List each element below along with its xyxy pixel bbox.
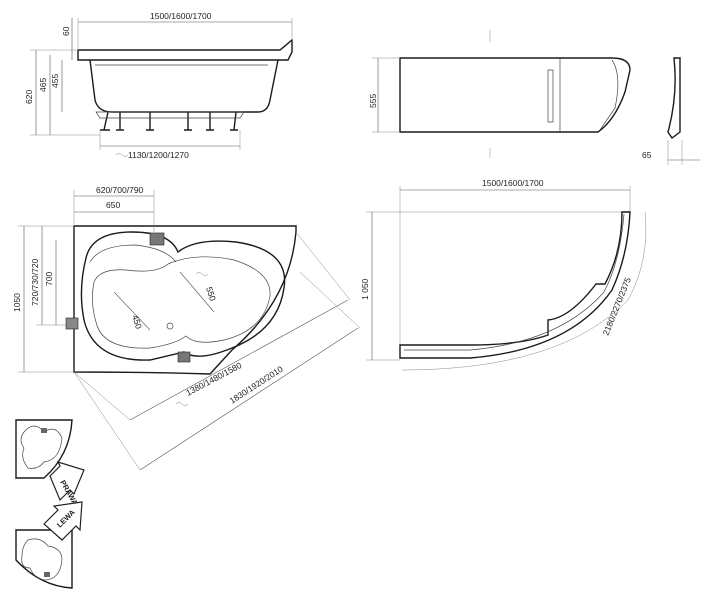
label-plan-550: 550 [204, 286, 218, 303]
label-right-width: 1500/1600/1700 [482, 178, 544, 188]
fitting-icon [65, 317, 79, 330]
label-rim-height: 60 [61, 26, 71, 36]
label-right-arc: 2180/2270/2375 [601, 276, 633, 337]
plan-outer-shape [73, 225, 297, 375]
plan-basin-rim [80, 231, 286, 361]
mini-faucet-icon-2 [44, 572, 50, 577]
label-leg-span: 1130/1200/1270 [128, 150, 189, 160]
label-plan-height: 1050 [12, 293, 22, 312]
arrow-left-icon [43, 501, 83, 541]
panel-plan-view: 1500/1600/1700 1 050 2180/2270/2375 [360, 178, 647, 371]
panel-profile [667, 57, 681, 140]
overflow-icon [177, 351, 191, 363]
drain-icon [166, 322, 174, 330]
bathtub-rim [77, 38, 293, 61]
mini-faucet-icon [41, 428, 47, 433]
label-total-height: 620 [24, 90, 34, 104]
label-top-width: 1500/1600/1700 [150, 11, 212, 21]
label-plan-side: 720/730/720 [30, 258, 40, 306]
front-panel [399, 57, 631, 133]
bathtub-plan-view: 620/700/790 650 1050 720/730/720 700 450… [12, 185, 361, 471]
orientation-right: PRAWA [15, 419, 85, 507]
orientation-left: LEWA [15, 501, 83, 589]
bathtub-body [89, 59, 279, 113]
faucet-icon [149, 232, 165, 246]
label-right-height: 1 050 [360, 278, 370, 300]
mini-basin-left [21, 538, 63, 581]
label-height-465: 465 [38, 78, 48, 92]
side-elevation-view: 1500/1600/1700 60 620 465 455 1130/1200/… [24, 11, 293, 160]
panel-outline [399, 211, 631, 359]
label-plan-450: 450 [130, 314, 144, 331]
label-panel-depth: 65 [642, 150, 652, 160]
label-plan-700: 700 [44, 272, 54, 286]
plan-inner-basin [92, 256, 271, 349]
front-panel-view: 555 65 [368, 30, 700, 165]
label-height-455: 455 [50, 74, 60, 88]
label-plan-top-width: 620/700/790 [96, 185, 144, 195]
label-plan-650: 650 [106, 200, 120, 210]
arrow-right-icon [49, 461, 85, 502]
label-panel-height: 555 [368, 94, 378, 108]
bathtub-legs [95, 111, 245, 131]
